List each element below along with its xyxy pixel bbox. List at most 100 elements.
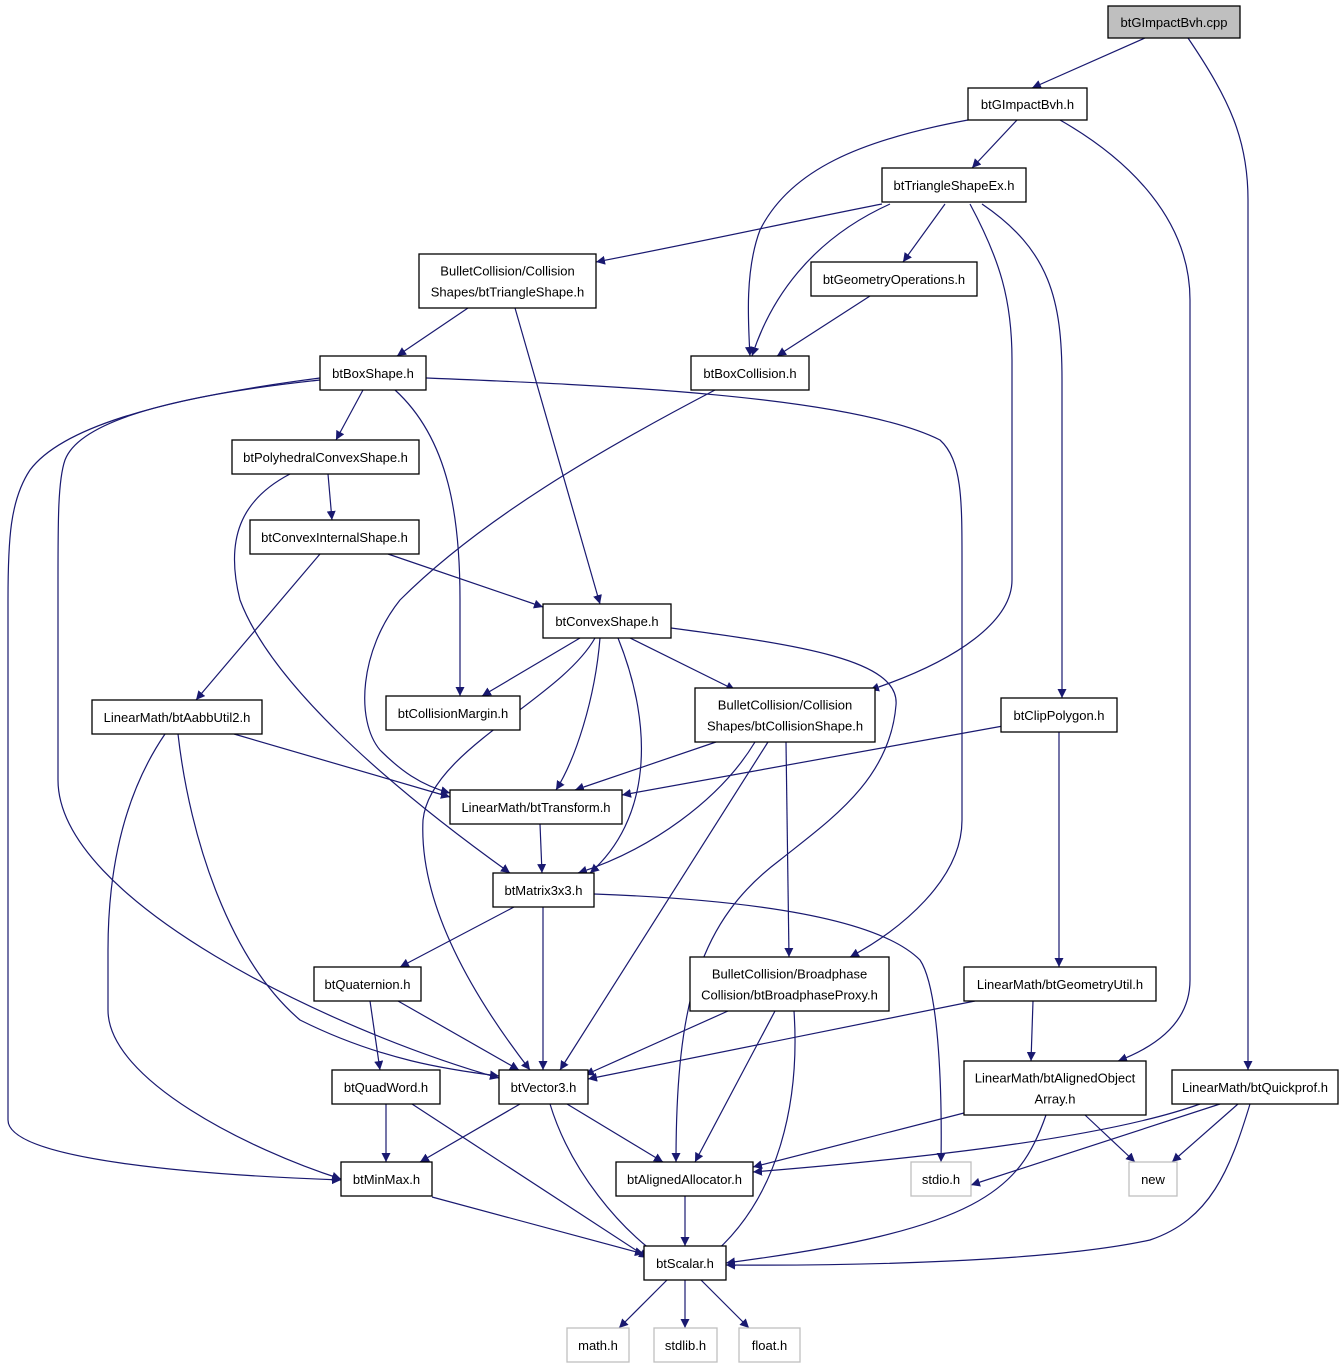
edge-path <box>621 725 1004 798</box>
node-label: Collision/btBroadphaseProxy.h <box>701 988 878 1003</box>
edge-conv_shape-to-matrix <box>589 637 643 874</box>
node-quadword[interactable]: btQuadWord.h <box>331 1069 441 1105</box>
edge-gimpact_cpp-to-quickprof <box>1187 37 1253 1070</box>
node-quickprof[interactable]: LinearMath/btQuickprof.h <box>1171 1069 1339 1105</box>
edge-path <box>364 389 716 796</box>
edge-tri_ex-to-geom_ops <box>902 203 946 263</box>
node-stdio: stdio.h <box>910 1161 972 1197</box>
edge-path <box>902 203 946 263</box>
edge-path <box>1059 119 1191 1062</box>
edge-quickprof-to-new_h <box>1171 1103 1239 1163</box>
node-label: BulletCollision/Collision <box>440 264 574 279</box>
edge-matrix-to-quat <box>399 906 515 968</box>
node-label: LinearMath/btQuickprof.h <box>1182 1080 1328 1095</box>
node-box <box>881 167 1027 203</box>
node-label: btAlignedAllocator.h <box>627 1172 742 1187</box>
edge-box_shape-to-margin <box>394 389 465 696</box>
node-tri-ex[interactable]: btTriangleShapeEx.h <box>881 167 1027 203</box>
node-matrix[interactable]: btMatrix3x3.h <box>492 872 595 908</box>
edge-broad-to-aligned_alloc <box>694 1010 776 1163</box>
node-clip[interactable]: btClipPolygon.h <box>1000 697 1118 733</box>
node-geom-ops[interactable]: btGeometryOperations.h <box>810 261 978 297</box>
node-box <box>1171 1069 1339 1105</box>
node-stdlib: stdlib.h <box>653 1327 718 1363</box>
edge-aligned_arr-to-aligned_alloc <box>752 1112 965 1170</box>
node-label: btMatrix3x3.h <box>504 883 582 898</box>
node-box <box>492 872 595 908</box>
edge-path <box>195 553 321 701</box>
node-label: btScalar.h <box>656 1256 714 1271</box>
edge-coll_shape-to-matrix <box>577 741 756 875</box>
node-conv-int[interactable]: btConvexInternalShape.h <box>249 519 420 555</box>
edge-quadword-to-scalar <box>411 1103 649 1259</box>
node-label: new <box>1141 1172 1165 1187</box>
node-vector3[interactable]: btVector3.h <box>498 1069 589 1105</box>
node-margin[interactable]: btCollisionMargin.h <box>385 695 521 731</box>
edge-path <box>326 473 336 521</box>
node-label: btBoxShape.h <box>332 366 414 381</box>
node-new-h: new <box>1128 1161 1178 1197</box>
edge-broad-to-vector3 <box>584 1010 729 1076</box>
node-broad[interactable]: BulletCollision/BroadphaseCollision/btBr… <box>689 956 890 1012</box>
node-aabb[interactable]: LinearMath/btAabbUtil2.h <box>91 699 263 735</box>
edge-layer <box>7 37 1253 1329</box>
edge-path <box>369 1000 384 1071</box>
node-gimpact-h[interactable]: btGImpactBvh.h <box>967 87 1088 121</box>
node-scalar[interactable]: btScalar.h <box>643 1245 727 1281</box>
edge-gimpact_h-to-tri_ex <box>971 119 1018 169</box>
node-box <box>689 956 890 1012</box>
edge-geom_util-to-vector3 <box>587 1000 976 1082</box>
edge-path <box>629 637 736 691</box>
node-box <box>542 603 672 639</box>
edge-path <box>1031 37 1146 89</box>
node-box <box>967 87 1088 121</box>
node-poly[interactable]: btPolyhedralConvexShape.h <box>231 439 420 475</box>
node-minmax[interactable]: btMinMax.h <box>340 1161 433 1197</box>
node-geom-util[interactable]: LinearMath/btGeometryUtil.h <box>963 966 1157 1002</box>
node-conv-shape[interactable]: btConvexShape.h <box>542 603 672 639</box>
edge-vector3-to-aligned_alloc <box>566 1103 664 1163</box>
edge-gimpact_h-to-box_coll <box>745 119 969 357</box>
edge-path <box>425 377 963 958</box>
node-aligned-alloc[interactable]: btAlignedAllocator.h <box>615 1161 754 1197</box>
node-label: BulletCollision/Broadphase <box>712 967 867 982</box>
edge-vector3-to-minmax <box>419 1103 521 1163</box>
node-label: Array.h <box>1035 1092 1076 1107</box>
node-box <box>249 519 420 555</box>
node-box <box>653 1327 718 1363</box>
edge-tri_ex-to-tri_shape <box>595 203 883 265</box>
edge-path <box>971 119 1018 169</box>
edge-box_coll-to-transform <box>364 389 716 796</box>
node-label: LinearMath/btAabbUtil2.h <box>104 710 251 725</box>
edge-path <box>1026 1000 1036 1062</box>
edge-scalar-to-math <box>618 1279 668 1329</box>
edge-path <box>397 1000 520 1071</box>
edge-path <box>514 307 602 605</box>
edge-path <box>869 203 1013 692</box>
edge-quat-to-vector3 <box>397 1000 520 1071</box>
node-label: LinearMath/btTransform.h <box>461 800 610 815</box>
edge-gimpact_cpp-to-gimpact_h <box>1031 37 1146 89</box>
edge-path <box>745 119 969 357</box>
edge-path <box>233 733 451 799</box>
node-quat[interactable]: btQuaternion.h <box>313 966 422 1002</box>
node-box <box>738 1327 801 1363</box>
edge-tri_ex-to-coll_shape <box>869 203 1013 692</box>
edge-aabb-to-minmax <box>107 733 342 1181</box>
edge-aligned_arr-to-scalar <box>725 1114 1047 1267</box>
edge-path <box>387 553 544 609</box>
node-transform[interactable]: LinearMath/btTransform.h <box>449 789 623 825</box>
node-gimpact-cpp[interactable]: btGImpactBvh.cpp <box>1107 5 1241 39</box>
node-label: Shapes/btCollisionShape.h <box>707 719 863 734</box>
edge-path <box>577 741 756 875</box>
edge-path <box>177 733 500 1080</box>
node-coll-shape[interactable]: BulletCollision/CollisionShapes/btCollis… <box>694 687 876 743</box>
node-tri-shape[interactable]: BulletCollision/CollisionShapes/btTriang… <box>418 253 597 309</box>
node-layer: btGImpactBvh.cpp btGImpactBvh.h btTriangle… <box>91 5 1339 1363</box>
node-box <box>690 355 810 391</box>
node-box-coll[interactable]: btBoxCollision.h <box>690 355 810 391</box>
node-box-shape[interactable]: btBoxShape.h <box>319 355 427 391</box>
edge-path <box>419 1103 521 1163</box>
